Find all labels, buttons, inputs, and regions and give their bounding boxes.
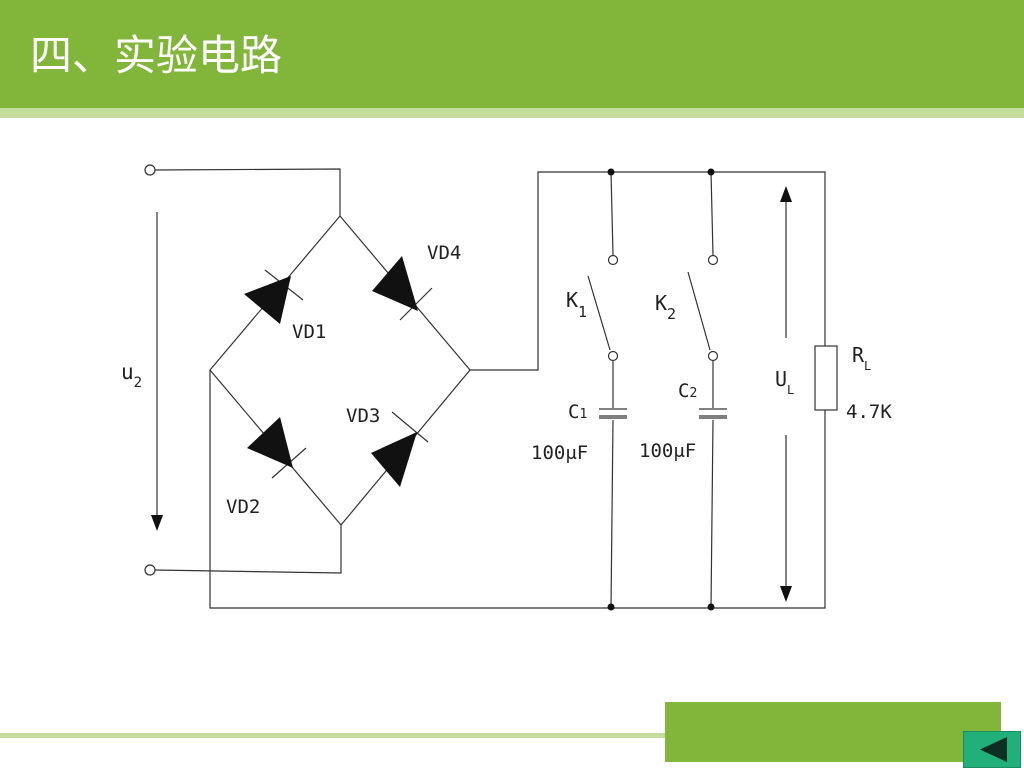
- load-label: RL: [852, 343, 871, 373]
- wire-branch1-top: [610, 171, 614, 256]
- slide-title: 四、实验电路: [30, 31, 283, 80]
- cap1-value: 100μF: [531, 442, 588, 464]
- switch2-contact-bottom: [707, 350, 719, 362]
- load-resistor: [814, 345, 838, 411]
- vd3-label: VD3: [346, 405, 380, 427]
- back-button[interactable]: [963, 731, 1021, 768]
- switch2-label: K2: [655, 291, 676, 323]
- junction-dot: [707, 603, 715, 611]
- junction-dot: [607, 603, 615, 611]
- vd1-label: VD1: [292, 321, 326, 343]
- switch1-contact-top: [607, 254, 619, 266]
- footer-divider: [0, 733, 665, 738]
- vd4-label: VD4: [427, 242, 461, 264]
- junction-dot: [707, 168, 715, 176]
- cap1-label: C1: [568, 401, 587, 423]
- cap2-label: C2: [678, 380, 697, 402]
- header-divider: [0, 108, 1024, 118]
- vd3-diode: [371, 432, 417, 487]
- switch1-contact-bottom: [607, 350, 619, 362]
- input-terminal-bottom: [144, 564, 156, 576]
- output-voltage-arrow-head-up: [780, 186, 792, 202]
- junction-dot: [607, 168, 615, 176]
- vd2-label: VD2: [226, 496, 260, 518]
- vd2-diode: [247, 417, 293, 468]
- wire-positive-rail: [470, 171, 826, 371]
- footer-bar: [665, 702, 1001, 762]
- output-voltage-arrow-head-down: [780, 586, 792, 602]
- vd4-cathode-bar: [399, 287, 433, 321]
- input-terminal-top: [144, 164, 156, 176]
- switch2-blade: [687, 271, 711, 351]
- switch2-contact-top: [707, 254, 719, 266]
- switch1-label: K1: [566, 288, 587, 321]
- vd3-cathode-bar: [391, 411, 429, 443]
- output-voltage-label: UL: [775, 367, 794, 397]
- cap2-value: 100μF: [639, 440, 696, 462]
- input-voltage-label: u2: [121, 360, 142, 391]
- wire-branch2-bottom: [710, 419, 714, 609]
- header-bar: [0, 0, 1024, 108]
- wire-branch2-top: [710, 171, 714, 256]
- input-voltage-arrow-head: [151, 515, 163, 531]
- wire-input-top: [154, 168, 341, 216]
- wire-branch1-bottom: [610, 419, 614, 609]
- vd4-diode: [372, 256, 418, 311]
- wire-input-bottom: [154, 525, 342, 574]
- switch1-blade: [587, 275, 611, 351]
- vd1-diode: [244, 276, 291, 324]
- triangle-left-icon: [980, 737, 1007, 762]
- load-value: 4.7K: [846, 401, 892, 423]
- wire-negative-rail: [209, 370, 826, 609]
